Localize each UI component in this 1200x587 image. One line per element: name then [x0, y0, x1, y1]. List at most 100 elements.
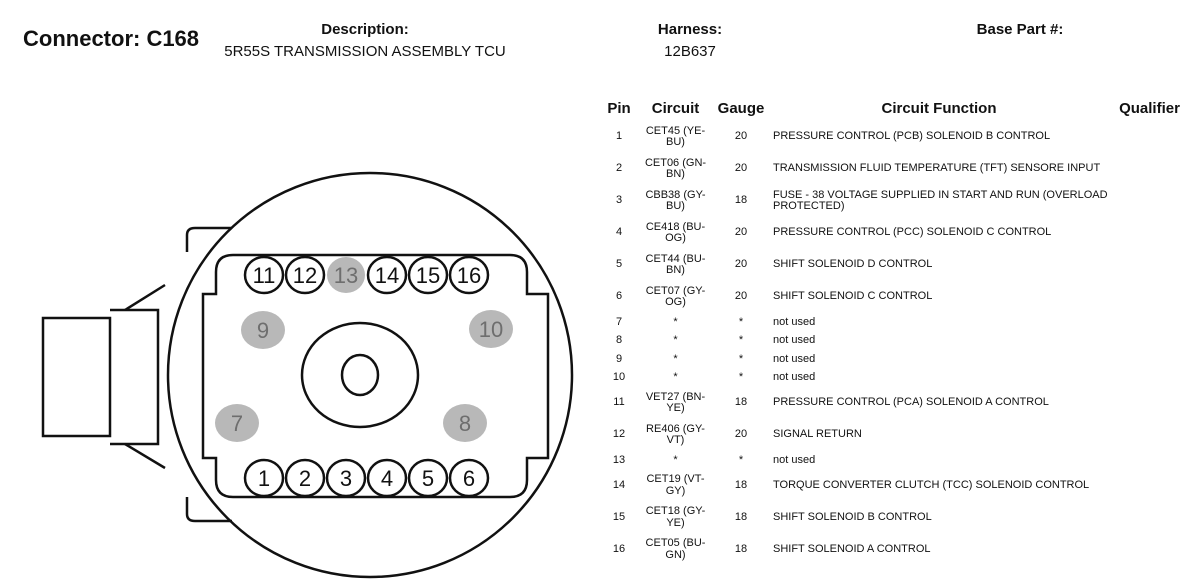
qualifier-cell [1109, 369, 1190, 388]
pin-12-socket [284, 255, 326, 295]
function-cell: not used [773, 352, 816, 365]
pin-cell: 6 [615, 290, 623, 303]
pin-cell: 1 [615, 130, 623, 143]
bottom-mount-tab [185, 497, 232, 523]
function-cell: SHIFT SOLENOID B CONTROL [773, 510, 932, 523]
circuit-cell: CET05 (BU-GN) [645, 537, 706, 561]
pin-cell: 15 [612, 510, 626, 523]
circuit-cell: CE418 (BU-OG) [645, 220, 706, 244]
function-cell: SIGNAL RETURN [773, 428, 862, 441]
qualifier-cell [1109, 502, 1190, 534]
pin-cell: 3 [615, 194, 623, 207]
pin-3-label: 3 [340, 466, 352, 491]
pin-cell: 9 [615, 352, 623, 365]
qualifier-cell [1109, 470, 1190, 502]
plug-shroud [124, 283, 166, 470]
pin-10-label: 10 [479, 317, 503, 342]
pin-cell: 4 [615, 226, 623, 239]
gauge-cell: 18 [734, 542, 748, 555]
pin-2-socket [284, 458, 326, 498]
table-row: 13**not used [600, 451, 1190, 470]
function-cell: SHIFT SOLENOID D CONTROL [773, 258, 933, 271]
pin-cavity [201, 253, 550, 499]
circuit-cell: * [673, 334, 678, 346]
pin-cell: 2 [615, 162, 623, 175]
gauge-cell: * [738, 371, 744, 383]
pin-11-label: 11 [253, 263, 276, 288]
gauge-cell: 18 [734, 396, 748, 409]
pin-4-socket [366, 458, 408, 498]
connector-title: Connector: C168 [23, 26, 200, 51]
gauge-cell: * [738, 315, 744, 328]
gauge-cell: 18 [734, 194, 748, 207]
pin-6: 6 [448, 458, 490, 498]
circuit-cell: CET06 (GN-BN) [644, 156, 707, 180]
pin-5: 5 [407, 458, 449, 498]
gauge-cell: * [738, 334, 744, 346]
qualifier-cell [1109, 217, 1190, 249]
pin-5-label: 5 [422, 466, 434, 491]
gauge-cell: 18 [734, 478, 748, 491]
pin-1: 1 [243, 458, 285, 498]
gauge-cell: 20 [734, 290, 748, 303]
pin-2-label: 2 [299, 466, 311, 491]
gauge-cell: * [738, 453, 744, 466]
function-cell: not used [773, 315, 816, 328]
circuit-cell: RE406 (GY-VT) [646, 422, 705, 446]
circuit-cell: CET18 (GY-YE) [645, 505, 706, 529]
pin-1-label: 1 [258, 466, 270, 491]
pin-11: 11 [243, 255, 285, 295]
function-cell: PRESSURE CONTROL (PCC) SOLENOID C CONTRO… [773, 226, 1052, 239]
plug-body [41, 316, 112, 438]
pin-cell: 14 [612, 478, 626, 491]
pin-12: 12 [284, 255, 326, 295]
pin-8-socket [443, 404, 487, 442]
pin-cell: 10 [612, 371, 626, 383]
description-label: Description: [321, 21, 409, 38]
circuit-cell: VET27 (BN-YE) [645, 390, 706, 414]
circuit-cell: CET44 (BU-BN) [645, 252, 706, 276]
function-cell: not used [773, 453, 816, 466]
pin-5-socket [407, 458, 449, 498]
pinout-table-header: Pin Circuit Gauge Circuit Function Quali… [600, 98, 1190, 121]
function-cell: PRESSURE CONTROL (PCB) SOLENOID B CONTRO… [773, 130, 1051, 143]
function-cell: SHIFT SOLENOID C CONTROL [773, 290, 933, 303]
circuit-cell: CBB38 (GY-BU) [645, 188, 706, 212]
gauge-cell: * [738, 352, 744, 365]
function-cell: TORQUE CONVERTER CLUTCH (TCC) SOLENOID C… [773, 478, 1090, 491]
pin-1-socket [243, 458, 285, 498]
function-cell: PRESSURE CONTROL (PCA) SOLENOID A CONTRO… [773, 396, 1049, 409]
table-row: 7**not used [600, 313, 1190, 332]
table-row: 10**not used [600, 369, 1190, 388]
qualifier-cell [1109, 332, 1190, 351]
pin-cell: 5 [615, 258, 623, 271]
qualifier-cell [1109, 249, 1190, 281]
col-pin: Pin [607, 99, 631, 117]
function-cell: TRANSMISSION FLUID TEMPERATURE (TFT) SEN… [773, 162, 1101, 175]
harness-value: 12B637 [664, 43, 716, 60]
pin-14-label: 14 [375, 263, 399, 288]
harness-label: Harness: [657, 21, 723, 38]
circuit-cell: * [673, 315, 678, 328]
pin-16-label: 16 [457, 263, 481, 288]
pin-15: 15 [407, 255, 449, 295]
function-cell: not used [773, 334, 816, 346]
gauge-cell: 20 [734, 226, 748, 239]
col-qualifier: Qualifier [1119, 99, 1180, 117]
pin-7-label: 7 [231, 411, 243, 436]
circuit-cell: * [673, 453, 678, 466]
pin-16-socket [448, 255, 490, 295]
center-boss-inner [340, 353, 380, 397]
qualifier-cell [1109, 153, 1190, 185]
pin-2: 2 [284, 458, 326, 498]
